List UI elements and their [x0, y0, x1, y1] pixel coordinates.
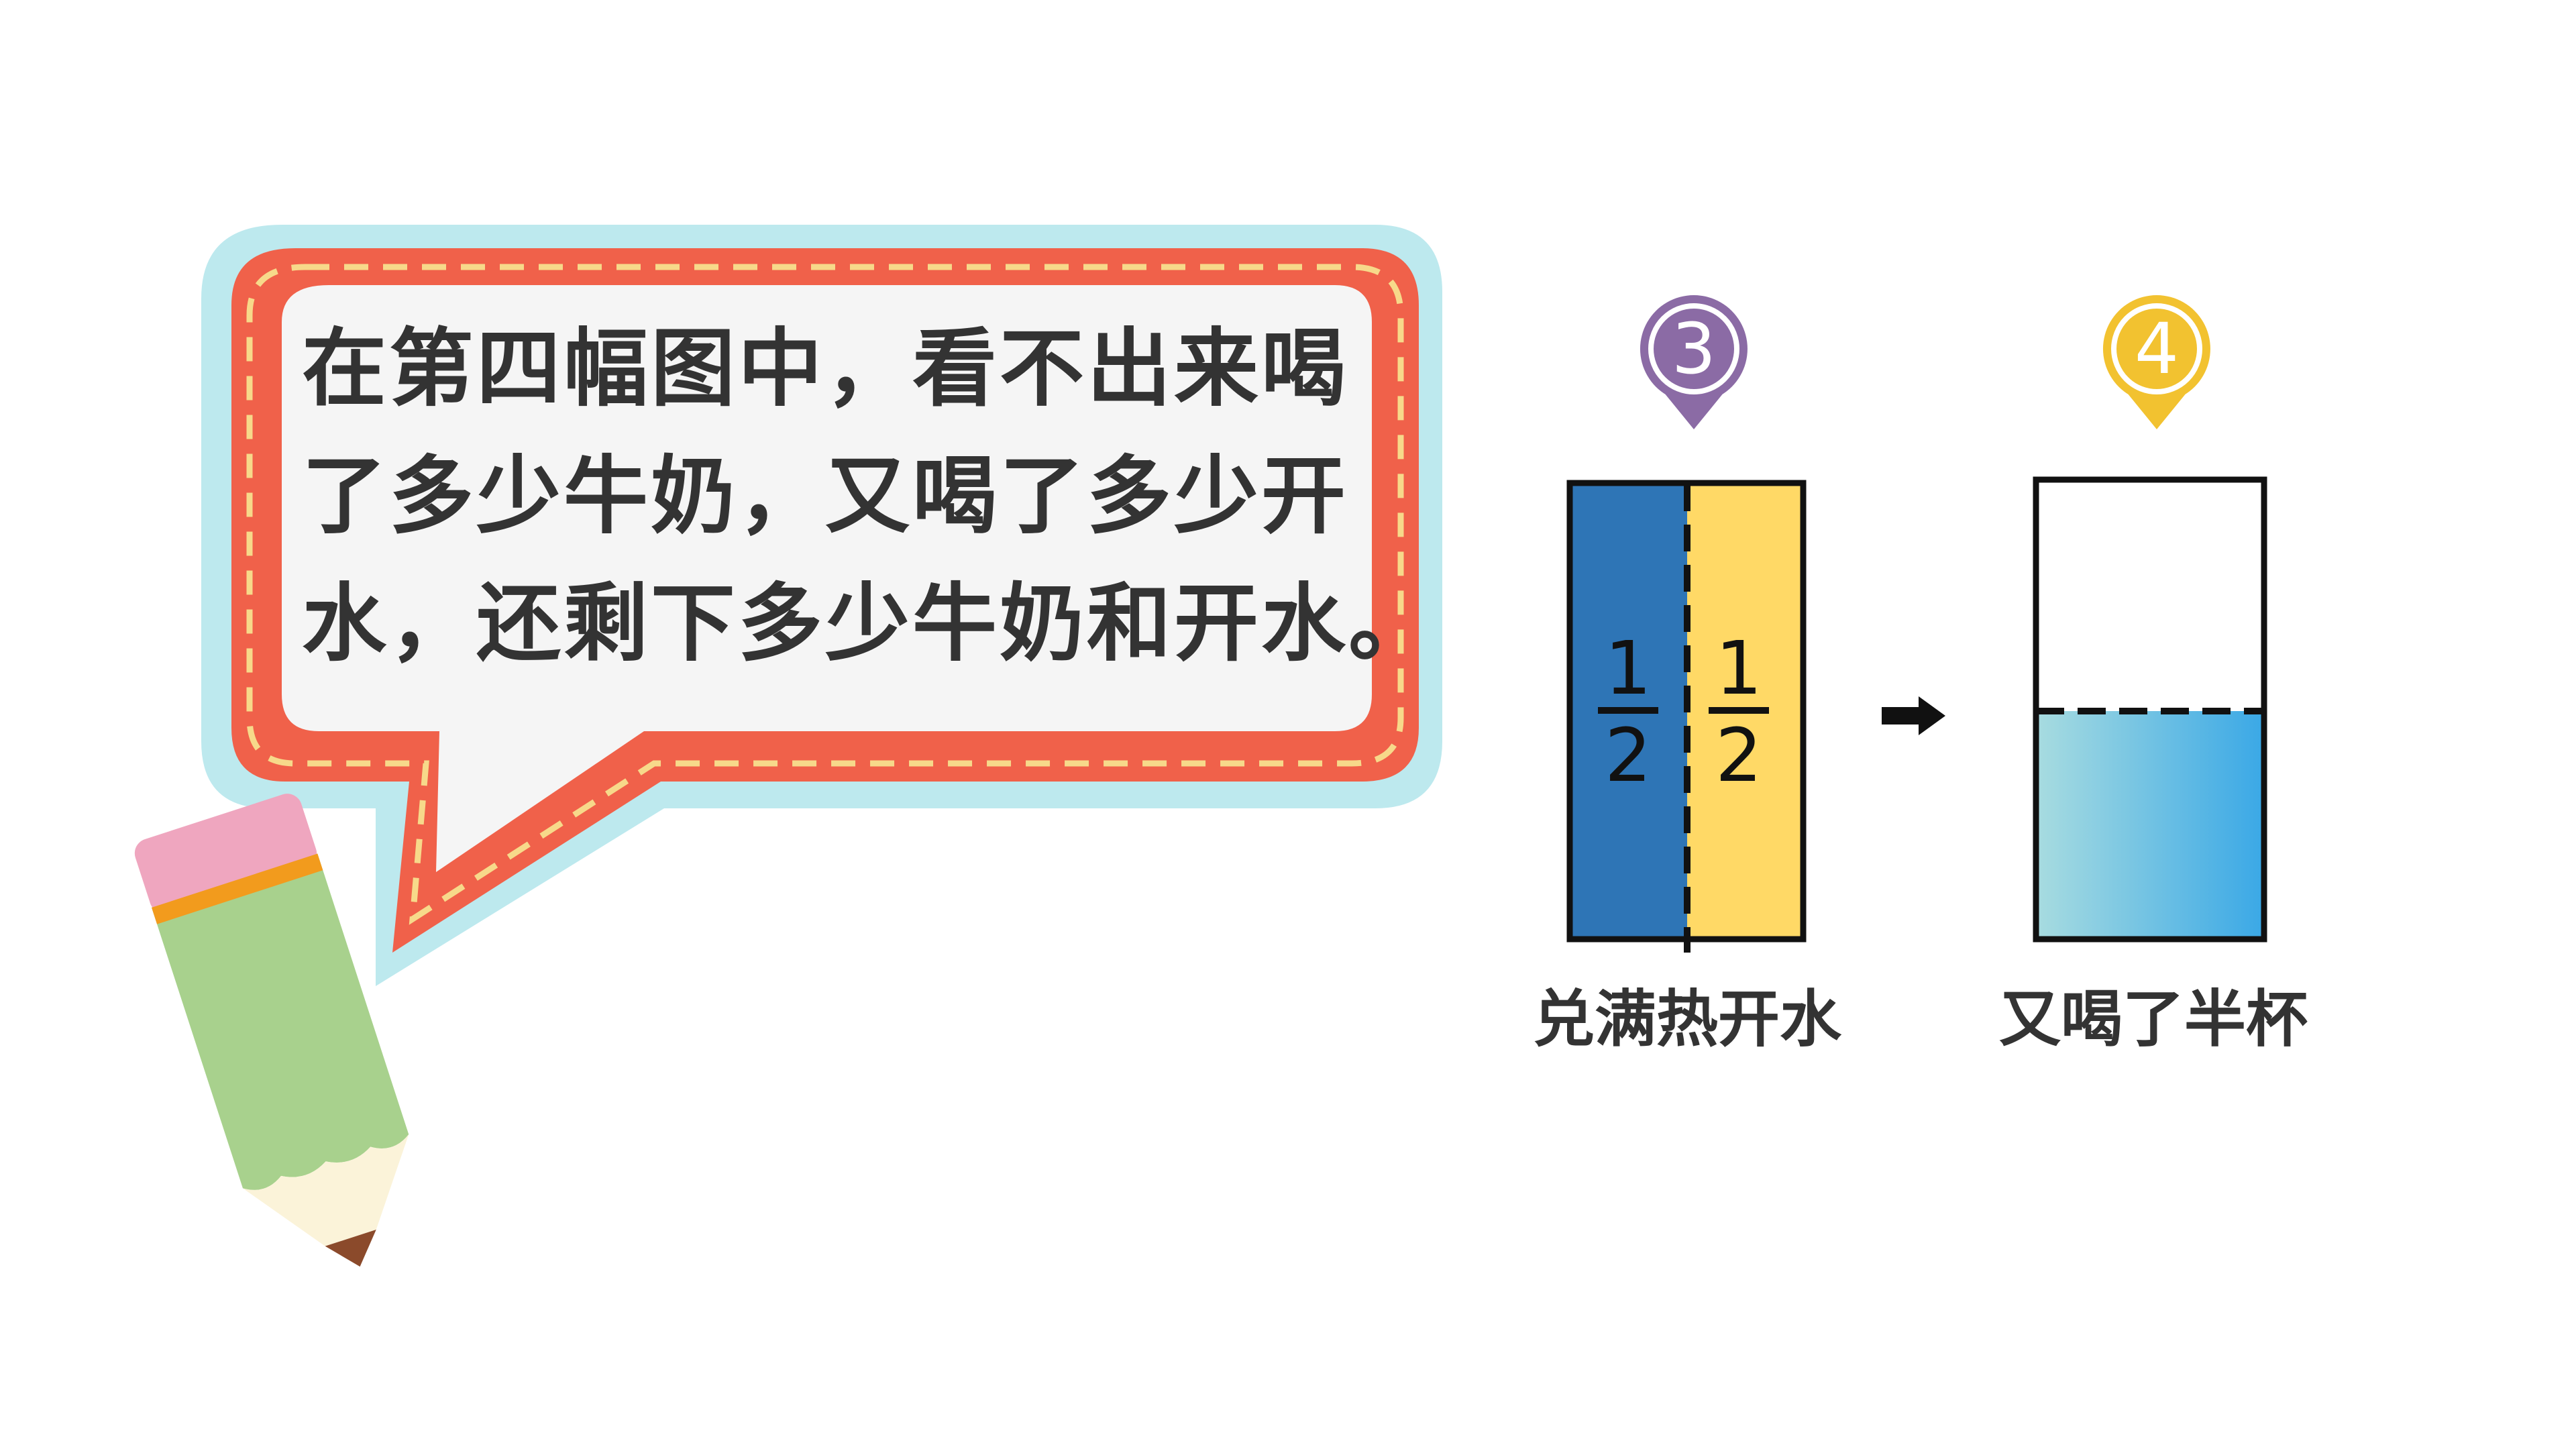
- right-fraction: 1 2: [1702, 631, 1776, 793]
- left-fraction-denominator: 2: [1605, 712, 1652, 798]
- remaining-liquid: [2036, 711, 2264, 939]
- bubble-stitch: [246, 264, 1404, 925]
- bubble-inner-shape: [282, 285, 1372, 872]
- step3-caption: 兑满热开水: [1532, 983, 1841, 1055]
- step3-marker: [1640, 295, 1748, 429]
- left-fraction-numerator: 1: [1605, 625, 1652, 711]
- bubble-text: 在第四幅图中，看不出来喝 了多少牛奶，又喝了多少开 水，还剩下多少牛奶和开水。: [302, 305, 1436, 688]
- step3-marker-number: 3: [1671, 308, 1717, 390]
- step4-caption: 又喝了半杯: [1998, 983, 2308, 1055]
- bubble-line: 在第四幅图中，看不出来喝: [302, 319, 1348, 418]
- right-fraction-numerator: 1: [1715, 625, 1762, 711]
- pencil-icon: [134, 794, 409, 1267]
- right-fraction-denominator: 2: [1715, 712, 1762, 798]
- step4-cup: [2033, 476, 2267, 943]
- bubble-line: 了多少牛奶，又喝了多少开: [302, 447, 1348, 545]
- bubble-line: 水，还剩下多少牛奶和开水。: [302, 574, 1436, 673]
- right-fraction-bar: [1709, 707, 1769, 714]
- left-fraction: 1 2: [1591, 631, 1665, 793]
- speech-bubble: [201, 225, 1442, 986]
- step4-marker: [2102, 295, 2210, 429]
- right-arrow-icon: [1882, 696, 1945, 735]
- left-fraction-bar: [1598, 707, 1658, 714]
- step4-marker-number: 4: [2134, 308, 2180, 390]
